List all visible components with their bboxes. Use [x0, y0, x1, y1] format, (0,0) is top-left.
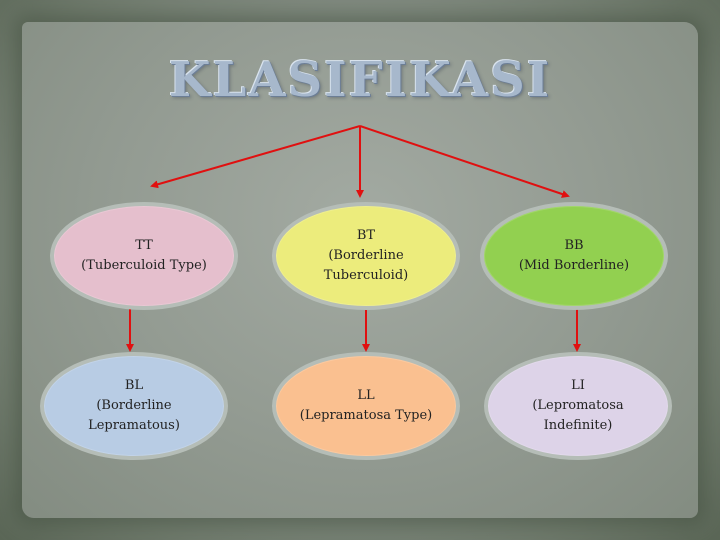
node-bl-label: BL (Borderline Lepramatous) — [88, 377, 180, 434]
node-bb-label: BB (Mid Borderline) — [518, 237, 630, 273]
node-ll-label: LL (Lepramatosa Type) — [299, 387, 433, 423]
node-bb: BB (Mid Borderline) — [480, 202, 668, 310]
node-li: LI (Lepromatosa Indefinite) — [484, 352, 672, 460]
connector-title-to-tt — [150, 125, 361, 189]
node-bl: BL (Borderline Lepramatous) — [40, 352, 228, 460]
node-bt-label: BT (Borderline Tuberculoid) — [323, 227, 409, 284]
node-tt: TT (Tuberculoid Type) — [50, 202, 238, 310]
node-bt: BT (Borderline Tuberculoid) — [272, 202, 460, 310]
slide-title: KLASIFIKASI — [168, 52, 552, 108]
node-li-label: LI (Lepromatosa Indefinite) — [532, 377, 624, 434]
node-tt-label: TT (Tuberculoid Type) — [81, 237, 207, 273]
connector-title-to-bb — [359, 125, 570, 198]
node-ll: LL (Lepramatosa Type) — [272, 352, 460, 460]
